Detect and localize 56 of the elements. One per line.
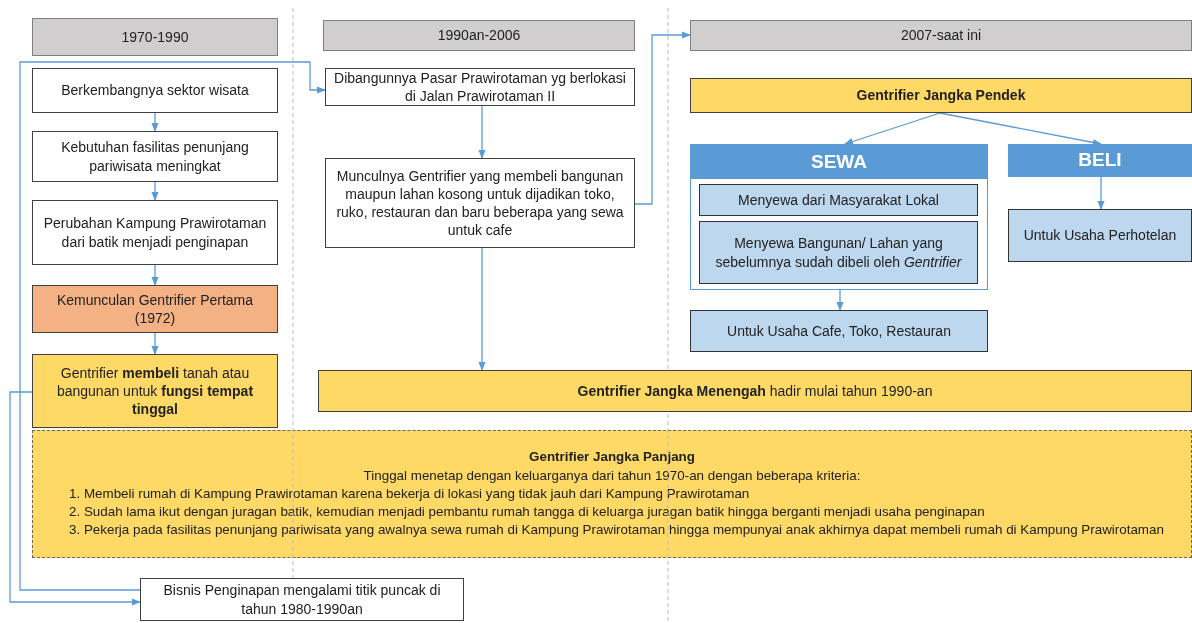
period-header [323, 20, 635, 51]
group-heading: SEWA [691, 145, 987, 179]
node-text: Berkembangnya sektor wisata [61, 81, 249, 100]
box-heading: Gentrifier Jangka Panjang [528, 448, 696, 467]
group-panel [690, 144, 988, 290]
arrow [151, 264, 159, 286]
arrow [151, 112, 159, 132]
list-item: 3. Pekerja pada fasilitas penunjang pariwisata yang awalnya sewa rumah di Kampung Prawirotaman hingga mempunyai anak akhirnya dapat membeli rumah di Kampung Prawirotaman [68, 521, 1165, 540]
node-text: Untuk Usaha Cafe, Toko, Restauran [727, 321, 951, 341]
process-box [140, 578, 464, 621]
node-text: BELI [1078, 148, 1122, 173]
arrow [9, 391, 141, 606]
arrow [634, 31, 691, 205]
process-box [1008, 209, 1192, 262]
node-text: 2007-saat ini [900, 26, 982, 45]
node-text: Untuk Usaha Perhotelan [1023, 226, 1177, 245]
process-box [699, 184, 978, 216]
arrow [836, 289, 844, 311]
node-text: Gentrifier membeli tanah atau bangunan untuk fungsi tempat tinggal [55, 363, 255, 419]
list-item: 2. Sudah lama ikut dengan juragan batik, kemudian menjadi pembantu rumah tangga di keluarga juragan batik hingga berganti menjadi usaha penginapan [68, 503, 986, 522]
category-box [32, 430, 1192, 558]
node-text: Bisnis Penginapan mengalami titik puncak di tahun 1980-1990an [162, 581, 442, 618]
process-box [690, 310, 988, 352]
arrow [478, 247, 486, 371]
process-box [32, 354, 278, 428]
process-box [32, 131, 278, 182]
category-box [690, 78, 1192, 113]
category-header [1008, 144, 1192, 177]
category-box [318, 370, 1192, 412]
node-text: Menyewa dari Masyarakat Lokal [738, 190, 939, 210]
list-item: 1. Membeli rumah di Kampung Prawirotaman karena bekerja di lokasi yang tidak jauh dari Kampung Prawirotaman [68, 484, 751, 503]
process-box [32, 200, 278, 265]
node-text: Dibangunnya Pasar Prawirotaman yg berlokasi di Jalan Prawirotaman II [333, 68, 627, 106]
node-text: Kemunculan Gentrifier Pertama (1972) [55, 290, 255, 328]
arrow [19, 61, 326, 591]
box-text: Tinggal menetap dengan keluarganya dari tahun 1970-an dengan beberapa kriteria: [362, 466, 862, 485]
node-text: Gentrifier Jangka Menengah hadir mulai tahun 1990-an [577, 381, 933, 401]
arrow [1097, 176, 1105, 210]
arrow [151, 181, 159, 201]
node-text: Munculnya Gentrifier yang membeli bangunan maupun lahan kosong untuk dijadikan toko, ruko, restauran dan baru beberapa yang sewa untuk cafe [335, 166, 625, 240]
node-text: Gentrifier Jangka Pendek [856, 86, 1026, 105]
arrow [478, 105, 486, 159]
node-text: 1970-1990 [121, 27, 189, 47]
period-header [32, 18, 278, 56]
arrow [939, 112, 1102, 147]
process-box [699, 221, 978, 284]
process-box [325, 158, 635, 248]
node-text: Menyewa Bangunan/ Lahan yang sebelumnya sudah dibeli oleh Gentrifier [714, 234, 963, 271]
arrow [844, 112, 941, 145]
arrow [151, 332, 159, 355]
process-box [32, 68, 278, 113]
node-text: Kebutuhan fasilitas penunjang pariwisata meningkat [60, 138, 250, 175]
node-text: Perubahan Kampung Prawirotaman dari batik menjadi penginapan [42, 214, 268, 251]
node-text: 1990an-2006 [437, 26, 521, 45]
process-box [32, 285, 278, 333]
period-header [690, 20, 1192, 51]
